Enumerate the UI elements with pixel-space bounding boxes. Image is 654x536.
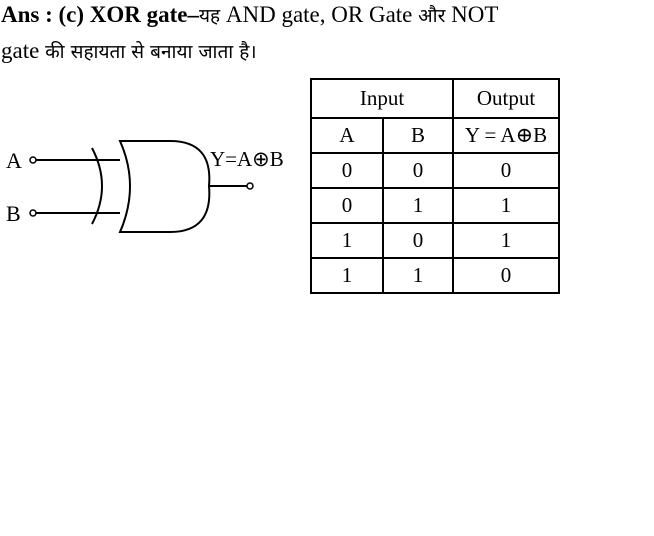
input-group-header: Input xyxy=(310,78,454,119)
table-row: 0 0 0 xyxy=(310,152,560,189)
output-terminal xyxy=(246,182,254,190)
cell-y: 0 xyxy=(452,257,560,294)
output-label: Y=A⊕B xyxy=(210,147,284,171)
answer-english-1: AND gate, OR Gate xyxy=(220,2,419,27)
input-b-terminal xyxy=(29,209,37,217)
col-b-header: B xyxy=(382,117,454,154)
cell-a: 1 xyxy=(310,257,384,294)
cell-a: 1 xyxy=(310,222,384,259)
output-group-header: Output xyxy=(452,78,560,119)
answer-hindi-1: यह xyxy=(199,5,221,27)
cell-y: 1 xyxy=(452,187,560,224)
input-b-label: B xyxy=(6,201,21,226)
cell-y: 0 xyxy=(452,152,560,189)
cell-a: 0 xyxy=(310,152,384,189)
answer-hindi-2: और xyxy=(418,5,446,27)
table-row: 0 1 1 xyxy=(310,187,560,224)
answer-prefix: Ans : (c) XOR gate– xyxy=(1,2,200,27)
xor-gate-diagram: A B Y=A⊕B xyxy=(6,140,284,233)
answer-line-1: Ans : (c) XOR gate–यह AND gate, OR Gate … xyxy=(1,2,498,28)
input-a-label: A xyxy=(6,148,22,173)
truth-table: Input Output A B Y = A⊕B 0 0 0 0 1 1 1 0… xyxy=(310,78,560,294)
cell-b: 0 xyxy=(382,222,454,259)
truth-table-group-header: Input Output xyxy=(310,78,560,119)
answer-english-2: NOT xyxy=(445,2,499,27)
cell-a: 0 xyxy=(310,187,384,224)
table-row: 1 1 0 xyxy=(310,257,560,294)
cell-y: 1 xyxy=(452,222,560,259)
answer-line-2: gate की सहायता से बनाया जाता है। xyxy=(1,38,257,64)
xor-input-arc xyxy=(91,147,103,225)
input-a-terminal xyxy=(29,156,37,164)
truth-table-column-header: A B Y = A⊕B xyxy=(310,117,560,154)
table-row: 1 0 1 xyxy=(310,222,560,259)
gate-body xyxy=(118,140,211,233)
cell-b: 0 xyxy=(382,152,454,189)
col-y-header: Y = A⊕B xyxy=(452,117,560,154)
answer-line2-hindi: की सहायता से बनाया जाता है। xyxy=(45,41,257,63)
cell-b: 1 xyxy=(382,187,454,224)
answer-line2-english: gate xyxy=(1,38,46,63)
cell-b: 1 xyxy=(382,257,454,294)
col-a-header: A xyxy=(310,117,384,154)
